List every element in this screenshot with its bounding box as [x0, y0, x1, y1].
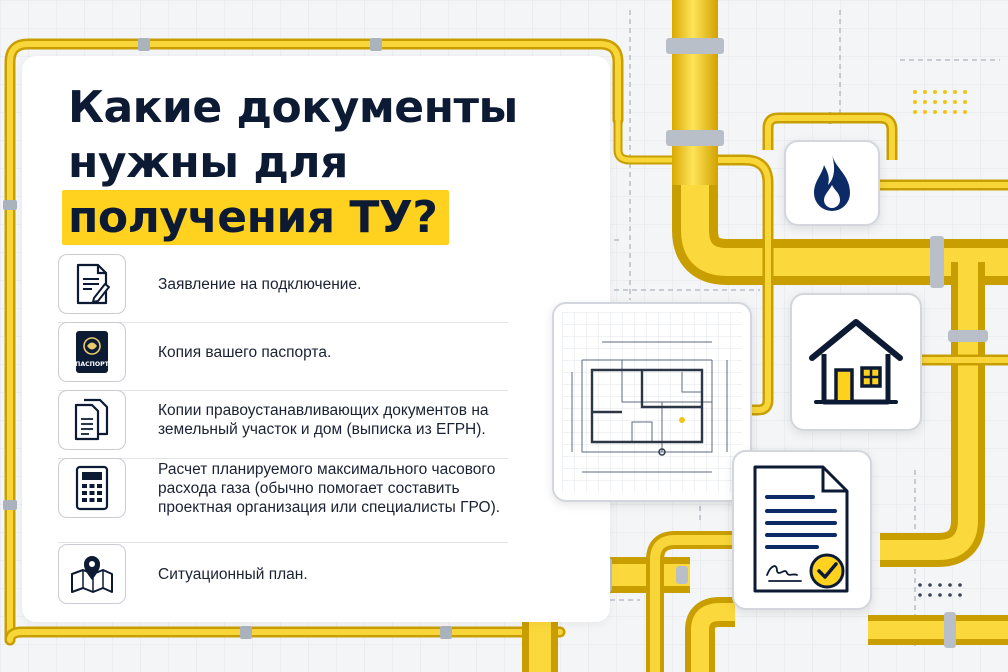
headline-line-1: Какие документы: [68, 82, 518, 133]
document-text: Расчет планируемого максимального часово…: [158, 460, 501, 516]
divider: [58, 390, 508, 391]
document-text: Копия вашего паспорта.: [158, 343, 332, 361]
house-icon: [790, 293, 922, 431]
headline-highlight: получения ТУ?: [62, 190, 450, 245]
headline-line-2: нужны для: [68, 137, 348, 188]
document-text: Копии правоустанавливающих документов на…: [158, 402, 489, 438]
approved-document-icon: [732, 450, 872, 610]
document-text: Заявление на подключение.: [158, 275, 362, 293]
divider: [58, 458, 508, 459]
divider: [58, 322, 508, 323]
divider: [58, 542, 508, 543]
gas-flame-icon: [784, 140, 880, 226]
list-item: Ситуационный план.: [58, 544, 518, 604]
blueprint-plan-icon: [552, 302, 752, 502]
document-text: Ситуационный план.: [158, 565, 308, 583]
map-pin-icon: [58, 544, 126, 604]
svg-text:ПАСПОРТ: ПАСПОРТ: [75, 361, 109, 368]
application-form-icon: [58, 254, 126, 314]
list-item: ПАСПОРТ Копия вашего паспорта.: [58, 322, 518, 382]
list-item: Копии правоустанавливающих документов на…: [58, 390, 518, 450]
list-item: Заявление на подключение.: [58, 254, 518, 314]
calculator-icon: [58, 458, 126, 518]
headline: Какие документы нужны для получения ТУ?: [62, 80, 518, 245]
passport-icon: ПАСПОРТ: [58, 322, 126, 382]
document-copies-icon: [58, 390, 126, 450]
list-item: Расчет планируемого максимального часово…: [58, 458, 518, 518]
